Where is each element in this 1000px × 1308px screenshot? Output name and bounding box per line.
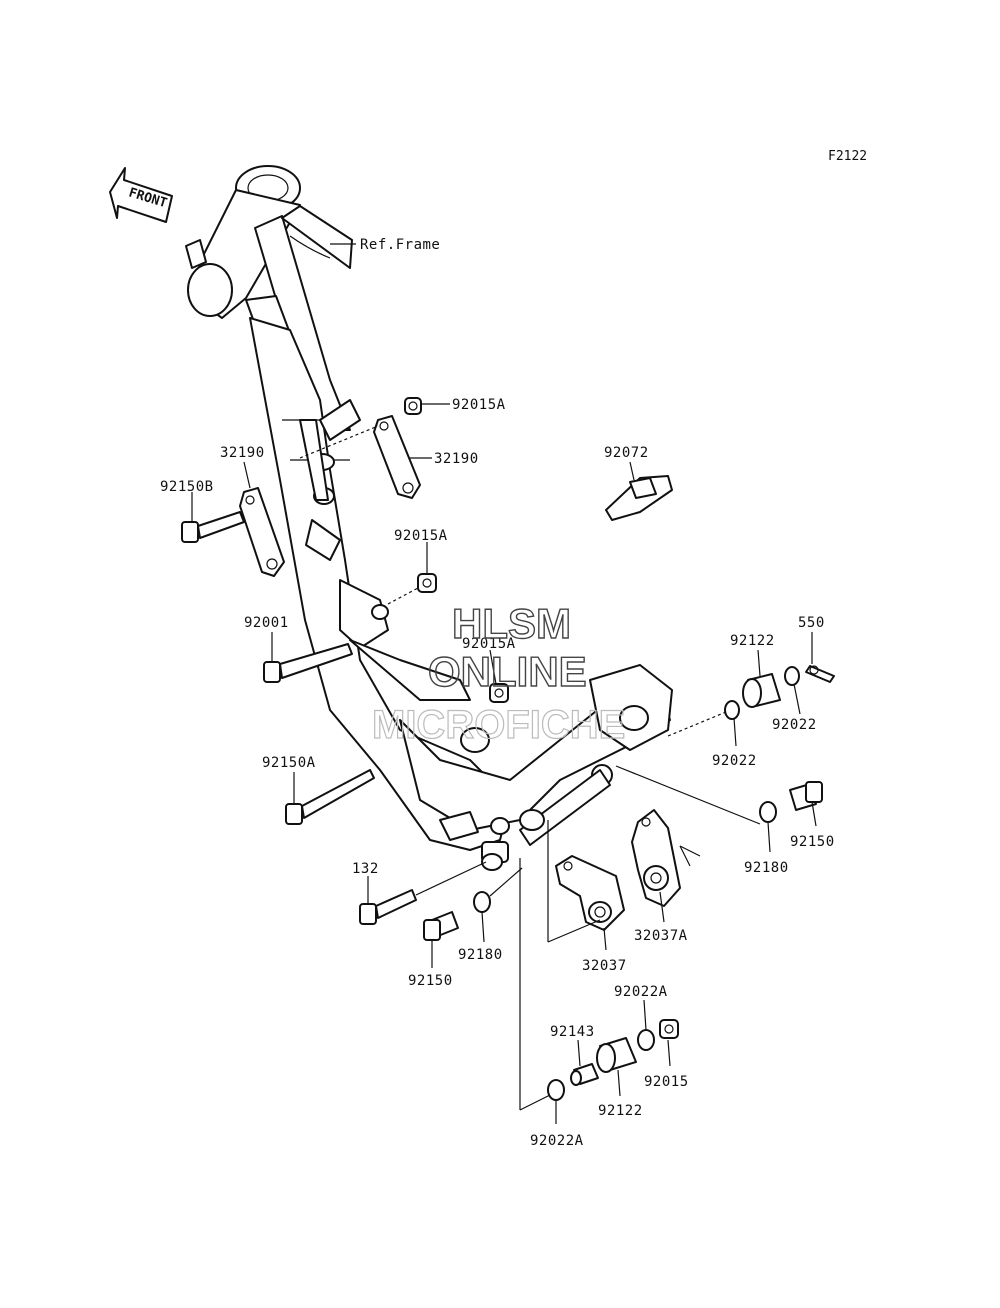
nut-92015: [659, 1019, 679, 1039]
callout-92150A[interactable]: 92150A: [262, 755, 316, 771]
callout-92180-right[interactable]: 92180: [744, 860, 789, 876]
plate-32190-left: [239, 487, 285, 577]
callout-132[interactable]: 132: [352, 861, 379, 877]
bolt-132: [359, 889, 417, 925]
callout-92015A-mid[interactable]: 92015A: [394, 528, 448, 544]
callout-92015[interactable]: 92015: [644, 1074, 689, 1090]
frame-drawing: [185, 165, 673, 871]
pin-550: [805, 665, 835, 683]
bolt-92150-right: [789, 781, 823, 811]
callout-32190-right[interactable]: 32190: [434, 451, 479, 467]
callout-32190-left[interactable]: 32190: [220, 445, 265, 461]
callout-550[interactable]: 550: [798, 615, 825, 631]
washer-92180-right: [759, 801, 777, 823]
callout-92022A-bottom[interactable]: 92022A: [530, 1133, 584, 1149]
callout-92150-right[interactable]: 92150: [790, 834, 835, 850]
washer-92180-left: [473, 891, 491, 913]
callout-92150-left[interactable]: 92150: [408, 973, 453, 989]
watermark-line-1: HLSM: [452, 600, 571, 647]
callout-92001[interactable]: 92001: [244, 615, 289, 631]
nut-92015A-top: [404, 397, 422, 415]
callout-92122-top[interactable]: 92122: [730, 633, 775, 649]
washer-92022-right: [784, 666, 800, 686]
bolt-92150-left: [423, 911, 459, 941]
plate-32190-right: [373, 415, 421, 499]
callout-92143[interactable]: 92143: [550, 1024, 595, 1040]
callout-92122-bottom[interactable]: 92122: [598, 1103, 643, 1119]
callout-92150B[interactable]: 92150B: [160, 479, 214, 495]
ref-frame-label: Ref.Frame: [360, 237, 440, 253]
front-arrow-icon: FRONT: [109, 167, 173, 223]
callout-32037A[interactable]: 32037A: [634, 928, 688, 944]
washer-92022A-top: [637, 1029, 655, 1051]
watermark-line-2: ONLINE: [428, 648, 587, 695]
nut-92015A-mid: [417, 573, 437, 593]
callout-32037[interactable]: 32037: [582, 958, 627, 974]
bracket-32037: [555, 855, 625, 931]
callout-92022-right[interactable]: 92022: [772, 717, 817, 733]
collar-92122-top: [742, 673, 781, 708]
collar-92122-bottom: [596, 1037, 637, 1073]
callout-92072[interactable]: 92072: [604, 445, 649, 461]
nut-92015A-low: [489, 683, 509, 703]
clamp-92072: [605, 475, 673, 521]
washer-92022-mid: [724, 700, 740, 720]
watermark: HLSM ONLINE MICROFICHE: [371, 599, 626, 747]
callout-92015A-top[interactable]: 92015A: [452, 397, 506, 413]
bolt-92150B: [181, 511, 245, 543]
callout-92022-mid[interactable]: 92022: [712, 753, 757, 769]
figure-id: F2122: [828, 149, 867, 164]
watermark-line-3: MICROFICHE: [372, 703, 625, 747]
bracket-32037A: [631, 809, 681, 907]
callout-92015A-low[interactable]: 92015A: [462, 636, 516, 652]
callout-92022A-top[interactable]: 92022A: [614, 984, 668, 1000]
washer-92022A-bottom: [547, 1079, 565, 1101]
pin-92143: [570, 1063, 599, 1086]
bolt-92150A: [285, 769, 375, 825]
callout-92180-left[interactable]: 92180: [458, 947, 503, 963]
